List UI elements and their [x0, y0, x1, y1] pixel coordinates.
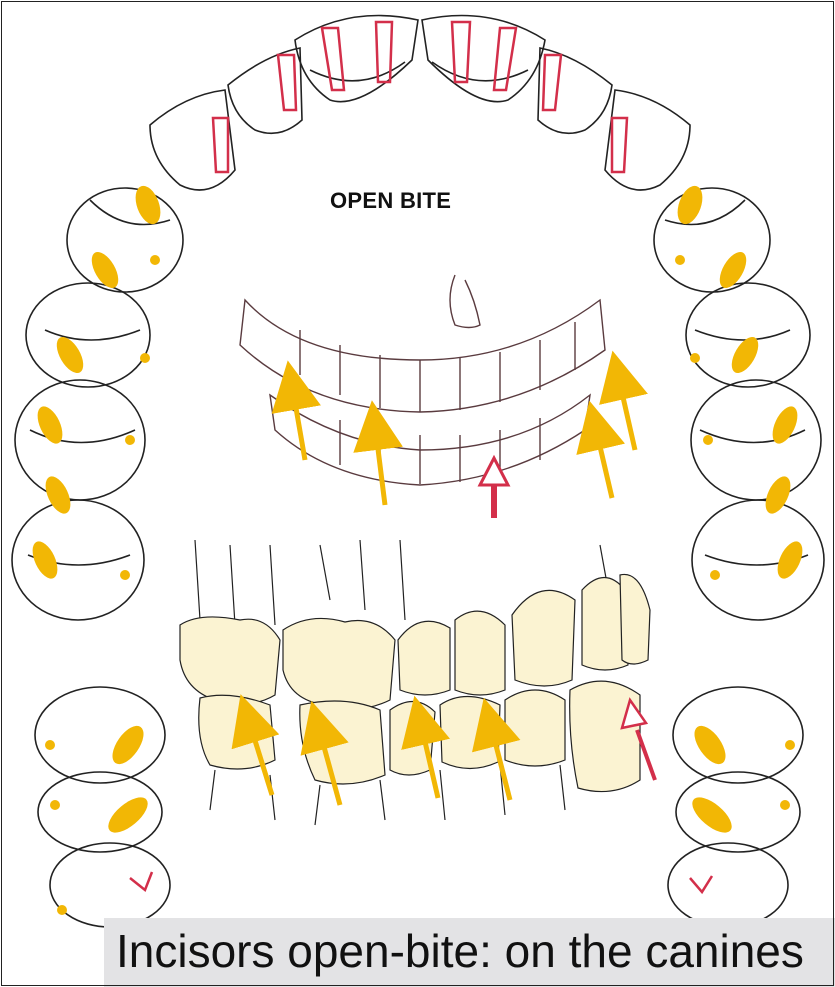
tooth-lateral-right [538, 48, 612, 133]
tooth-molar-l2 [12, 500, 144, 620]
lower-red-markers [130, 872, 712, 892]
tooth-premolar-l2 [26, 283, 150, 387]
tooth-canine-right [605, 90, 690, 190]
caption-text: Incisors open-bite: on the canines [116, 924, 804, 978]
lateral-model [180, 540, 650, 825]
tooth-incisor-right [422, 16, 545, 102]
upper-arch [12, 16, 824, 621]
tooth-incisor-left [295, 16, 418, 102]
tooth-molar-r2 [692, 500, 824, 620]
tooth-canine-left [150, 90, 235, 190]
tooth-premolar-r1 [654, 188, 770, 292]
tooth-premolar-l1 [67, 188, 183, 292]
frontal-teeth-sketch [240, 275, 605, 485]
arrow-up-icon [618, 375, 635, 450]
tooth-premolar-r2 [686, 283, 810, 387]
diagram-title: OPEN BITE [330, 188, 451, 214]
arrow-up-icon [595, 425, 612, 498]
incisor-contact-markers [213, 22, 627, 172]
tooth-lateral-left [228, 48, 302, 133]
caption-bar: Incisors open-bite: on the canines [104, 918, 835, 987]
